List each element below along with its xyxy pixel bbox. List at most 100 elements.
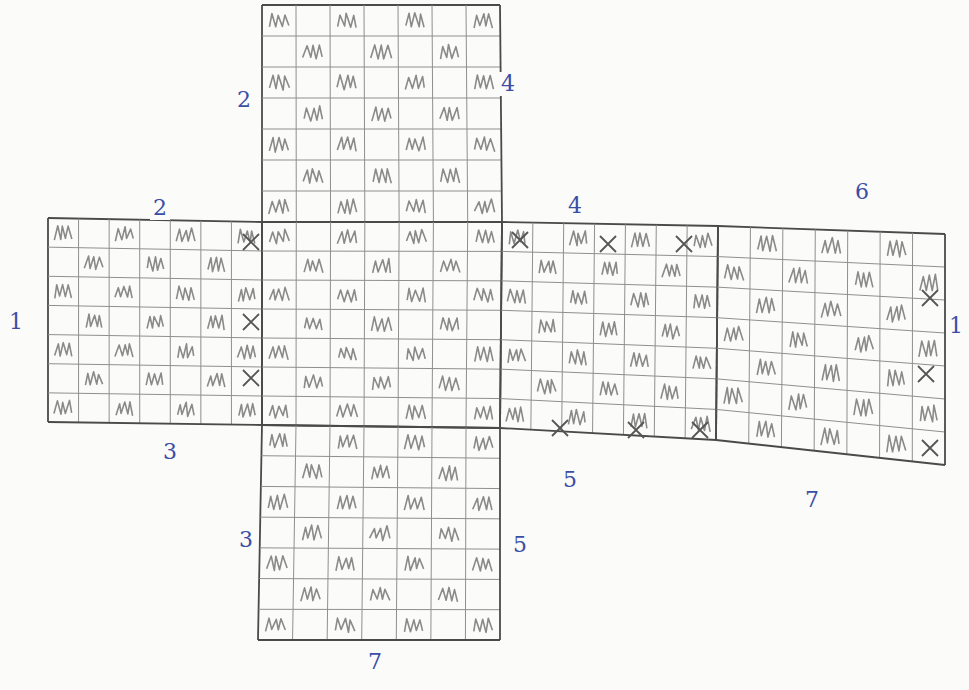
pencil-scribble — [147, 257, 163, 271]
grid-line — [500, 399, 716, 410]
pencil-scribble — [178, 344, 194, 358]
pencil-scribble — [789, 268, 808, 284]
pencil-scribble — [694, 233, 712, 247]
pencil-scribble — [472, 558, 492, 572]
edge-number: 1 — [6, 310, 26, 334]
pencil-scribble — [266, 618, 286, 631]
grid-line — [623, 224, 625, 435]
pencil-scribble — [888, 370, 905, 387]
pencil-scribble — [475, 406, 493, 419]
pencil-scribble — [539, 260, 556, 274]
grid-line — [231, 221, 232, 424]
pencil-scribble — [238, 288, 254, 302]
grid-line — [262, 221, 502, 223]
grid-line — [293, 425, 296, 640]
pencil-scribble — [337, 137, 356, 151]
grid-line — [262, 251, 502, 252]
grid-line — [330, 222, 332, 426]
grid-line — [716, 226, 718, 440]
edge-number: 7 — [365, 650, 385, 674]
pencil-scribble — [55, 343, 72, 357]
pencil-scribble — [758, 235, 777, 251]
pencil-scribble — [724, 326, 743, 341]
pencil-scribble — [822, 365, 839, 382]
pencil-scribble — [568, 410, 585, 425]
pencil-scribble — [441, 168, 460, 183]
pencil-scribble — [887, 305, 905, 322]
grid-line — [398, 5, 399, 222]
grid-line — [432, 222, 433, 427]
pencil-scribble — [370, 588, 389, 601]
pencil-scribble — [303, 45, 323, 59]
edge-number: 3 — [236, 528, 256, 552]
grid-line — [912, 233, 913, 462]
pencil-scribble — [370, 526, 390, 541]
grid-line — [327, 426, 330, 640]
pencil-scribble — [373, 377, 391, 390]
grid-line — [262, 309, 501, 310]
grid-line — [501, 340, 717, 349]
grid-line — [814, 229, 815, 450]
grid-line — [48, 335, 262, 338]
pencil-scribble — [919, 340, 937, 356]
pencil-scribble — [790, 332, 807, 347]
pencil-scribble — [270, 229, 290, 243]
pencil-scribble — [115, 344, 133, 357]
pencil-scribble — [438, 587, 457, 601]
grid-line — [48, 247, 262, 251]
pencil-scribble — [600, 382, 617, 396]
pencil-scribble — [569, 350, 586, 365]
grid-line — [261, 456, 500, 459]
edge-number: 4 — [565, 194, 585, 218]
pencil-scribble — [440, 318, 458, 331]
pencil-scribble — [473, 497, 492, 511]
pencil-scribble — [474, 199, 494, 213]
grid-line — [262, 425, 500, 428]
grid-line — [716, 226, 718, 440]
grid-line — [48, 422, 262, 425]
pencil-scribble — [476, 230, 494, 243]
cross-mark — [552, 420, 568, 436]
pencil-scribble — [854, 399, 873, 416]
pencil-scribble — [757, 421, 775, 437]
pencil-scribble — [269, 346, 288, 360]
grid-line — [531, 223, 533, 430]
grid-line — [398, 222, 399, 427]
pencil-scribble — [301, 587, 320, 601]
pencil-scribble — [372, 107, 391, 121]
pencil-scribble — [405, 75, 424, 89]
pencil-scribble — [600, 322, 617, 337]
pencil-scribble — [406, 405, 425, 419]
pencil-scribble — [178, 402, 194, 416]
grid-line — [262, 4, 500, 6]
cross-mark — [922, 440, 938, 456]
grid-line — [48, 276, 262, 280]
pencil-scribble — [304, 259, 323, 272]
pencil-scribble — [55, 285, 72, 299]
pencil-scribble — [571, 291, 587, 304]
grid-line — [562, 223, 564, 431]
pencil-scribble — [147, 316, 163, 329]
edge-number: 2 — [150, 196, 170, 220]
grid-line — [261, 486, 500, 488]
grid-line — [170, 220, 171, 423]
pencil-scribble — [303, 169, 323, 183]
grid-line — [296, 5, 297, 222]
pencil-scribble — [757, 359, 775, 375]
edge-number: 2 — [234, 88, 254, 112]
grid-line — [501, 369, 717, 379]
grid-line — [261, 222, 263, 425]
pencil-scribble — [270, 434, 287, 448]
pencil-scribble — [507, 289, 525, 303]
grid-line — [717, 348, 945, 366]
pencil-scribble — [146, 373, 163, 385]
grid-line — [500, 222, 502, 428]
grid-line — [749, 227, 751, 443]
grid-line — [718, 257, 945, 267]
pencil-scribble — [115, 286, 132, 298]
grid-line — [432, 5, 433, 222]
pencil-scribble — [86, 314, 102, 328]
pencil-scribble — [303, 525, 322, 540]
grid-line — [262, 425, 500, 428]
